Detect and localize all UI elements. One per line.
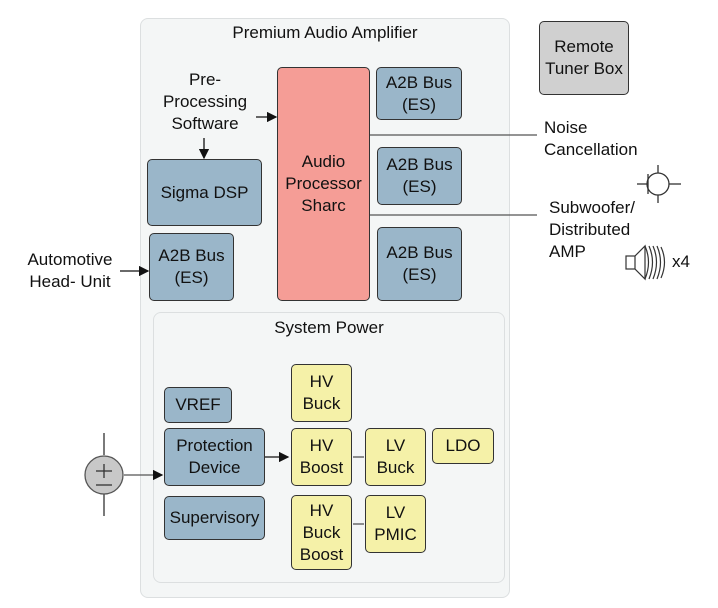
a2b-bus-output-1-block[interactable]: A2B Bus (ES) xyxy=(376,67,462,120)
automotive-head-unit-label: Automotive Head- Unit xyxy=(27,250,113,291)
a2b-bus-input-block[interactable]: A2B Bus (ES) xyxy=(149,233,234,301)
vref-block[interactable]: VREF xyxy=(164,387,232,423)
audio-processor-sharc-block[interactable]: Audio Processor Sharc xyxy=(277,67,370,301)
microphone-icon xyxy=(637,165,681,203)
lv-pmic-block[interactable]: LV PMIC xyxy=(365,495,426,553)
hv-boost-block[interactable]: HV Boost xyxy=(291,428,352,486)
sigma-dsp-block[interactable]: Sigma DSP xyxy=(147,159,262,226)
lv-buck-block[interactable]: LV Buck xyxy=(365,428,426,486)
a2b-bus-output-3-block[interactable]: A2B Bus (ES) xyxy=(377,227,462,301)
main-panel-title: Premium Audio Amplifier xyxy=(232,23,418,42)
subwoofer-distributed-amp-label: Subwoofer/ Distributed AMP xyxy=(549,198,635,261)
a2b-bus-output-2-block[interactable]: A2B Bus (ES) xyxy=(377,147,462,205)
remote-tuner-box-block[interactable]: Remote Tuner Box xyxy=(539,21,629,95)
hv-buck-boost-block[interactable]: HV Buck Boost xyxy=(291,495,352,570)
speaker-count-label: x4 xyxy=(672,252,690,271)
protection-device-block[interactable]: Protection Device xyxy=(164,428,265,486)
supervisory-block[interactable]: Supervisory xyxy=(164,496,265,540)
power-panel-title: System Power xyxy=(274,318,384,337)
noise-cancellation-label: Noise Cancellation xyxy=(544,118,638,159)
hv-buck-block[interactable]: HV Buck xyxy=(291,364,352,422)
battery-source-icon xyxy=(84,433,124,516)
ldo-block[interactable]: LDO xyxy=(432,428,494,464)
pre-processing-software-label: Pre- Processing Software xyxy=(162,70,248,133)
